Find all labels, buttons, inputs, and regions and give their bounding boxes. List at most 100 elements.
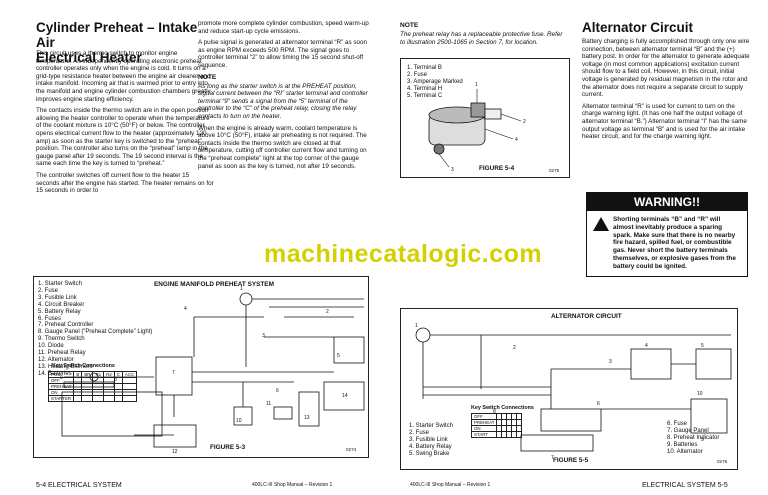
figure-label: FIGURE 5-3 [210, 444, 246, 451]
svg-text:5: 5 [337, 353, 340, 359]
legend-item: 1. Starter Switch [409, 423, 454, 429]
figure-code: 0275 [549, 168, 560, 173]
svg-text:4: 4 [645, 343, 648, 349]
legend-item: 12. Alternator [38, 356, 74, 363]
svg-text:6: 6 [276, 388, 279, 394]
figure-label: FIGURE 5-5 [553, 457, 589, 464]
diagram-title: ENGINE MANIFOLD PREHEAT SYSTEM [154, 281, 274, 288]
paragraph: promote more complete cylinder combustio… [198, 20, 369, 35]
left-column-1: This circuit uses a thermo switch to mon… [36, 50, 214, 199]
legend-item: 3. Amperage Marked [407, 78, 463, 85]
ks-row: PREHEAT [470, 419, 498, 426]
legend-item: 4. Circuit Breaker [38, 301, 85, 308]
svg-text:4: 4 [515, 137, 518, 143]
svg-text:3: 3 [609, 359, 612, 365]
legend-item: 6. Fuses [38, 315, 62, 322]
legend-item: 8. Preheat Indicator [667, 434, 720, 441]
right-heading: Alternator Circuit [582, 20, 694, 35]
legend-item: 9. Batteries [667, 441, 698, 448]
preheat-diagram-frame: 1. Starter Switch 2. Fuse 3. Fusible Lin… [33, 276, 369, 458]
svg-text:12: 12 [172, 449, 178, 455]
svg-text:14: 14 [342, 393, 348, 399]
alternator-schematic: 12 34 56 78 910 [415, 323, 732, 461]
legend-item: 10. Alternator [667, 448, 703, 455]
warning-box: WARNING!! Shorting terminals “B” and “R”… [586, 192, 748, 277]
figure-code: 0274 [346, 447, 357, 452]
ks-row: STARTER [47, 395, 75, 402]
legend-item: 5. Swing Brake [409, 450, 450, 457]
svg-text:2: 2 [523, 119, 526, 125]
svg-text:11: 11 [266, 401, 271, 407]
legend-item: 7. Gauge Panel [667, 427, 709, 434]
svg-text:10: 10 [236, 418, 242, 424]
legend-item: 5. Battery Relay [38, 308, 81, 315]
paragraph: The contacts inside the thermo switch ar… [36, 107, 210, 168]
paragraph: This circuit uses a thermo switch to mon… [36, 50, 211, 103]
svg-text:6: 6 [597, 401, 600, 407]
legend-item: 3. Fusible Link [38, 294, 77, 301]
footer-center-left: 400LC-III Shop Manual – Revision 1 [252, 482, 333, 488]
left-heading: Cylinder Preheat – Intake Air Electrical… [36, 20, 198, 65]
legend-item: 1. Terminal B [407, 65, 442, 71]
legend-item: 5. Terminal C [407, 92, 443, 99]
right-note: NOTE The preheat relay has a replaceable… [400, 20, 568, 50]
warning-text: Shorting terminals “B” and “R” will almo… [613, 216, 736, 270]
right-column-2: Battery charging is fully accomplished t… [582, 38, 754, 145]
svg-text:13: 13 [304, 415, 310, 421]
paragraph: The controller switches off current flow… [36, 171, 214, 195]
key-switch-title: Key Switch Connections [471, 405, 534, 411]
paragraph: A pulse signal is generated at alternato… [198, 39, 368, 69]
svg-text:10: 10 [697, 391, 703, 397]
svg-text:4: 4 [184, 306, 187, 312]
legend-item: 13. Heating Element [38, 363, 93, 370]
legend-item: 9. Thermo Switch [38, 336, 85, 343]
legend-item: 6. Fuse [667, 421, 688, 427]
svg-text:3: 3 [262, 333, 265, 339]
svg-text:2: 2 [513, 345, 516, 351]
legend-item: 1. Starter Switch [38, 281, 83, 287]
diagram-title: ALTERNATOR CIRCUIT [551, 313, 622, 320]
relay-illustration: 1 2 4 3 [428, 82, 526, 173]
alternator-legend-a: 1. Starter Switch 2. Fuse 3. Fusible Lin… [409, 423, 453, 458]
svg-text:8: 8 [493, 409, 496, 415]
footer-right: ELECTRICAL SYSTEM 5-5 [642, 482, 728, 489]
svg-text:5: 5 [701, 343, 704, 349]
legend-item: 3. Fusible Link [409, 436, 448, 443]
note-text: As long as the starter switch is at the … [198, 82, 368, 120]
svg-text:9: 9 [701, 437, 704, 443]
left-column-2: promote more complete cylinder combustio… [198, 20, 370, 174]
legend-item: 7. Preheat Controller [38, 322, 94, 329]
paragraph: Alternator terminal “R” is used for curr… [582, 102, 747, 141]
relay-figure-frame: 1. Terminal B 2. Fuse 3. Amperage Marked… [400, 58, 570, 178]
relay-legend: 1. Terminal B 2. Fuse 3. Amperage Marked… [407, 65, 463, 100]
ks-row: START [470, 431, 498, 438]
legend-item: 4. Battery Relay [409, 443, 452, 450]
legend-item: 2. Fuse [407, 71, 428, 78]
note-text: The preheat relay has a replaceable prot… [400, 31, 563, 46]
svg-text:1: 1 [475, 82, 478, 88]
legend-item: 2. Fuse [38, 287, 59, 294]
figure-label: FIGURE 5-4 [479, 165, 515, 172]
paragraph: Battery charging is fully accomplished t… [582, 38, 750, 99]
paragraph: When the engine is already warm, coolant… [198, 124, 367, 170]
warning-title: WARNING!! [587, 193, 747, 211]
legend-item: 4. Terminal H [407, 85, 443, 92]
alternator-legend-b: 6. Fuse 7. Gauge Panel 8. Preheat Indica… [667, 421, 719, 456]
key-switch-table: OFF PREHEAT ON START [470, 413, 523, 438]
note-heading: NOTE [400, 22, 419, 29]
footer-center-right: 400LC-III Shop Manual – Revision 1 [410, 482, 491, 488]
svg-text:7: 7 [172, 370, 175, 376]
key-switch-title: Key Switch Connections [52, 363, 115, 369]
warning-icon [593, 217, 609, 231]
legend-item: 8. Gauge Panel (“Preheat Complete” Light… [38, 329, 153, 336]
svg-text:7: 7 [551, 455, 554, 461]
key-switch-table: POS B BR R1 R2 C ACC OFF PREHEAT ON STAR… [47, 371, 138, 402]
legend-item: 11. Preheat Relay [38, 350, 86, 357]
figure-code: 0276 [717, 459, 728, 464]
svg-text:1: 1 [240, 286, 243, 292]
legend-item: 2. Fuse [409, 429, 430, 436]
svg-text:3: 3 [451, 167, 454, 173]
ks-row: PREHEAT [47, 383, 75, 390]
legend-item: 10. Diode [38, 343, 64, 350]
